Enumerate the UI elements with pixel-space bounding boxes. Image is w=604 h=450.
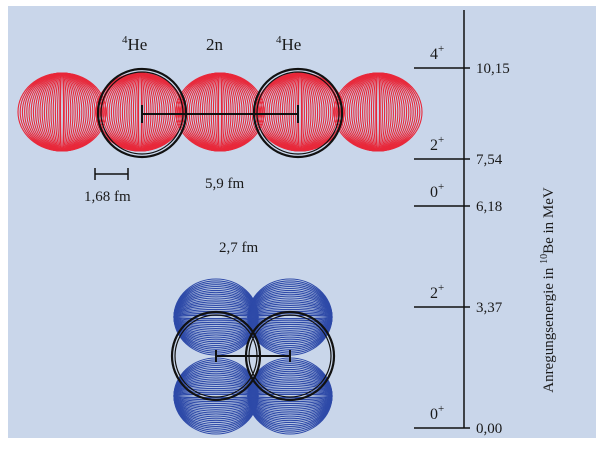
helium-rings-top (96, 67, 344, 159)
helium-rings-bottom (170, 310, 336, 402)
blue-lobe-3 (173, 357, 259, 435)
level-energy-label-4: 7,54 (476, 152, 503, 168)
level-spin-label-2: 2+ (430, 282, 444, 302)
level-energy-label-3: 6,18 (476, 199, 502, 215)
orbital-contour (255, 72, 345, 152)
helium-ring-bottom-right-inner (248, 314, 332, 398)
helium-ring-left-inner (100, 71, 184, 155)
orbital-contour (95, 72, 185, 152)
orbital-contour (17, 72, 107, 152)
label-helium-right: 4He (276, 34, 301, 54)
level-axis-label-prefix: Anregungsenergie in (541, 264, 557, 393)
helium-ring-bottom-right (244, 310, 336, 402)
level-axis-label: Anregungsenergie in 10Be in MeV (539, 187, 557, 393)
scale-bar-label: 1,68 fm (84, 189, 131, 205)
bottom-distance-label: 2,7 fm (219, 240, 258, 256)
helium-ring-left (96, 67, 188, 159)
blue-neutron-orbitals (173, 278, 333, 435)
red-neutron-orbitals (17, 72, 423, 152)
red-lobe-3 (175, 72, 265, 152)
top-distance-label: 5,9 fm (205, 176, 244, 192)
level-spin-label-4: 2+ (430, 134, 444, 154)
label-helium-left-base: He (128, 35, 148, 54)
level-energy-label-2: 3,37 (476, 300, 503, 316)
level-energy-label-1: 0,00 (476, 421, 502, 437)
label-two-neutrons: 2n (206, 35, 224, 54)
red-lobe-2 (95, 72, 185, 152)
label-helium-right-base: He (282, 35, 302, 54)
level-spin-label-3: 0+ (430, 181, 444, 201)
label-helium-right-sup: 4 (276, 34, 282, 46)
level-spin-label-5: 4+ (430, 43, 444, 63)
orbital-contour (333, 72, 423, 152)
red-lobe-5 (333, 72, 423, 152)
label-helium-left-sup: 4 (122, 34, 128, 46)
bottom-molecule-lines (215, 350, 291, 362)
level-spin-label-1: 0+ (430, 403, 444, 423)
helium-ring-bottom-left-inner (174, 314, 258, 398)
level-axis-label-sup: 10 (539, 254, 550, 264)
scale-bar (94, 168, 129, 180)
red-lobe-4 (255, 72, 345, 152)
label-helium-left: 4He (122, 34, 147, 54)
helium-ring-bottom-left (170, 310, 262, 402)
orbital-contour (175, 72, 265, 152)
energy-levels: 0+ 0,00 2+ 3,37 0+ 6,18 2+ 7,54 4+ 10,15 (414, 43, 510, 437)
helium-ring-right-inner (256, 71, 340, 155)
red-lobe-1 (17, 72, 107, 152)
top-molecule-lines (141, 105, 299, 123)
level-energy-label-5: 10,15 (476, 61, 510, 77)
helium-ring-right (252, 67, 344, 159)
blue-lobe-2 (247, 278, 333, 356)
level-axis-label-suffix: Be in MeV (541, 187, 557, 254)
